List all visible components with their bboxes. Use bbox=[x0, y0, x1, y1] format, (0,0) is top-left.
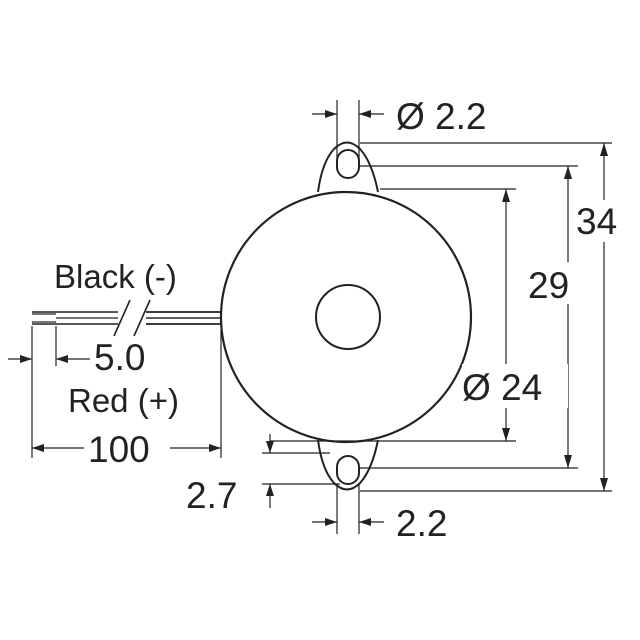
dim-overall-height: 34 bbox=[360, 142, 634, 492]
break-mark-right bbox=[133, 299, 151, 337]
body-diameter-label: Ø 24 bbox=[462, 367, 542, 408]
lead-length-label: 100 bbox=[88, 429, 150, 470]
red-wire-label: Red (+) bbox=[68, 382, 179, 419]
bottom-mounting-hole bbox=[336, 455, 360, 485]
top-mounting-hole bbox=[336, 149, 360, 179]
strip-length-label: 5.0 bbox=[94, 337, 145, 378]
body-outline bbox=[219, 190, 473, 444]
dim-hole-bottom: 2.2 bbox=[312, 484, 447, 544]
buzzer-body bbox=[219, 141, 473, 491]
hole-bottom-dim-label: 2.2 bbox=[396, 503, 447, 544]
bottom-mounting-tab bbox=[317, 439, 379, 491]
tab-offset-label: 2.7 bbox=[186, 475, 237, 516]
dim-lead-length: 100 bbox=[32, 330, 222, 470]
break-mark-left bbox=[113, 299, 131, 337]
overall-height-label: 34 bbox=[576, 201, 617, 242]
sound-hole bbox=[315, 284, 381, 350]
dim-body-diameter: Ø 24 bbox=[270, 188, 568, 442]
hole-spacing-label: 29 bbox=[528, 265, 569, 306]
dim-hole-top: Ø 2.2 bbox=[312, 96, 487, 160]
dim-strip-length: 5.0 bbox=[8, 326, 145, 458]
dim-hole-spacing: 29 bbox=[359, 165, 586, 469]
black-wire-label: Black (-) bbox=[54, 258, 177, 295]
lead-wires bbox=[32, 299, 222, 337]
hole-top-dim-label: Ø 2.2 bbox=[396, 96, 487, 137]
dim-tab-offset: 2.7 bbox=[186, 434, 340, 516]
